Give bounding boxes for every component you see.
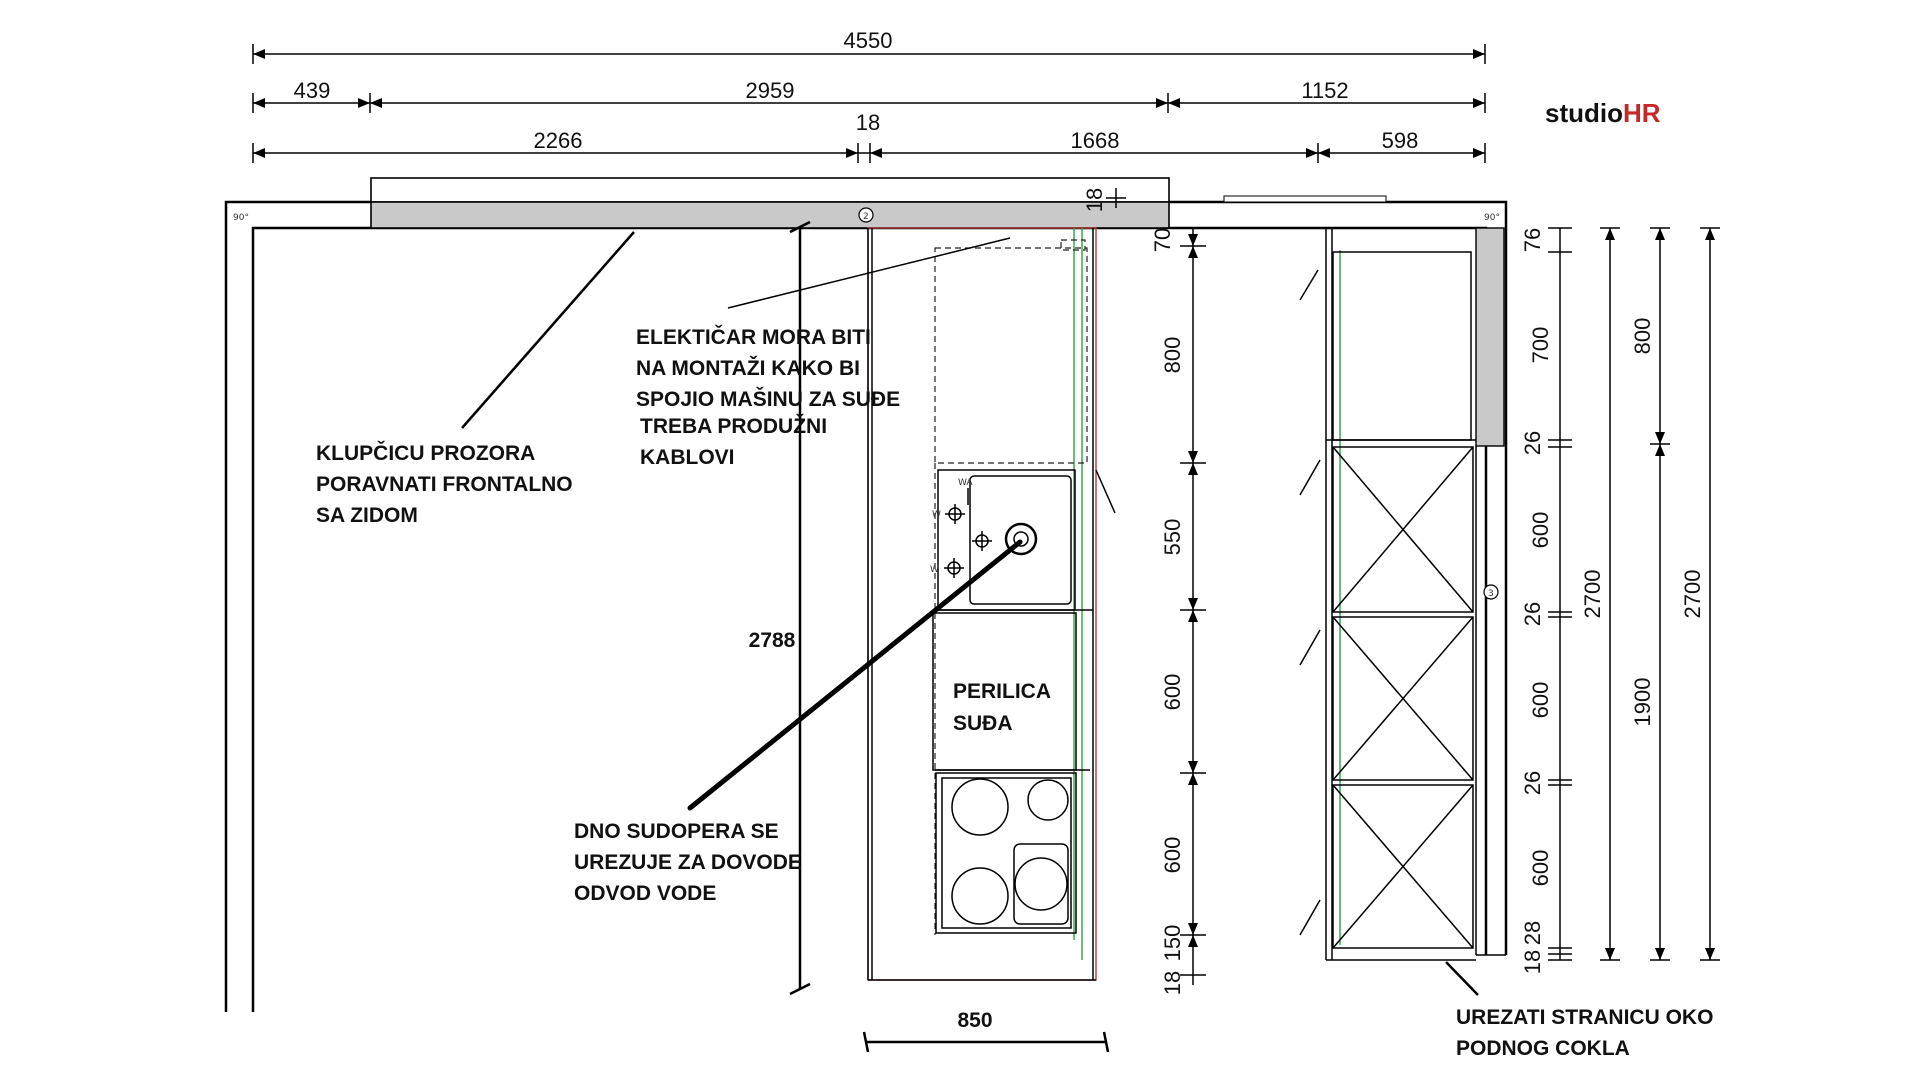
dim-600-t1: 600 — [1528, 512, 1553, 549]
dim-2959: 2959 — [746, 78, 795, 103]
svg-text:KABLOVI: KABLOVI — [640, 446, 735, 469]
svg-text:3: 3 — [1488, 589, 1494, 599]
dim-18-top: 18 — [856, 110, 880, 135]
dim-26-a: 26 — [1520, 431, 1545, 455]
svg-text:W: W — [932, 510, 941, 520]
dim-2788: 2788 — [749, 629, 796, 652]
svg-text:UREZATI STRANICU OKO: UREZATI STRANICU OKO — [1456, 1006, 1713, 1029]
countertop-strip — [370, 201, 1170, 229]
dim-2700-a: 2700 — [1580, 570, 1605, 619]
sink-basin — [969, 475, 1072, 605]
hob-burner-icon — [951, 867, 1009, 925]
dim-26-b: 26 — [1520, 602, 1545, 626]
wall-cabinet-door — [1332, 251, 1472, 441]
hob-burner-icon — [1027, 779, 1069, 821]
dim-2266: 2266 — [534, 128, 583, 153]
dishwasher-label-2: SUĐA — [953, 712, 1013, 735]
dim-800-right: 800 — [1630, 318, 1655, 355]
dim-1900: 1900 — [1630, 678, 1655, 727]
studio-logo: studioHR — [1545, 98, 1661, 128]
dim-2700-b: 2700 — [1680, 570, 1705, 619]
svg-text:UREZUJE ZA DOVODE: UREZUJE ZA DOVODE — [574, 851, 802, 874]
note-window-sill: KLUPČICU PROZORA PORAVNATI FRONTALNO SA … — [316, 441, 573, 527]
dim-598: 598 — [1382, 128, 1419, 153]
svg-text:W: W — [930, 565, 939, 575]
dishwasher-label-1: PERILICA — [953, 680, 1051, 703]
dim-28: 28 — [1520, 921, 1545, 945]
dim-18-tall: 18 — [1520, 950, 1545, 974]
svg-text:ELEKTIČAR MORA BITI: ELEKTIČAR MORA BITI — [636, 325, 871, 349]
dim-850: 850 — [957, 1009, 992, 1032]
dim-600-t2: 600 — [1528, 682, 1553, 719]
dim-800: 800 — [1160, 337, 1185, 374]
svg-text:TREBA PRODUŽNI: TREBA PRODUŽNI — [640, 414, 827, 438]
svg-text:SA ZIDOM: SA ZIDOM — [316, 504, 418, 527]
window-sill-outline — [370, 177, 1170, 203]
base-vertical-dimensions: 70 800 550 600 600 150 18 — [1150, 228, 1206, 995]
dim-550: 550 — [1160, 519, 1185, 556]
tall-cabinet-column — [1299, 228, 1476, 961]
marker-2 — [858, 207, 874, 223]
side-panel-gray — [1475, 227, 1505, 447]
dim-18-base: 18 — [1160, 971, 1185, 995]
dim-600-t3: 600 — [1528, 850, 1553, 887]
base-width-dimension: 850 — [862, 1009, 1110, 1053]
top-dimension-chains: 4550 439 2959 1152 2266 18 1668 598 — [252, 28, 1486, 163]
dim-1668: 1668 — [1071, 128, 1120, 153]
dim-600-a: 600 — [1160, 674, 1185, 711]
marker-3 — [1483, 584, 1499, 600]
note-sink-bottom: DNO SUDOPERA SE UREZUJE ZA DOVODE ODVOD … — [574, 820, 802, 905]
dim-total-width: 4550 — [844, 28, 893, 53]
room-walls: 90° 90° 18 2 3 — [224, 177, 1508, 1012]
dim-26-c: 26 — [1520, 771, 1545, 795]
base-cabinet-run: WA W W PERILICA SUĐA — [867, 227, 1116, 981]
right-overall-dimensions: 2700 800 1900 2700 — [1580, 227, 1720, 961]
dim-70: 70 — [1150, 228, 1175, 252]
wall-height-dimension: 2788 — [749, 220, 811, 996]
dim-700: 700 — [1528, 327, 1553, 364]
dim-76: 76 — [1520, 228, 1545, 252]
svg-text:DNO SUDOPERA SE: DNO SUDOPERA SE — [574, 820, 779, 843]
svg-text:NA MONTAŽI KAKO BI: NA MONTAŽI KAKO BI — [636, 356, 860, 380]
angle-right: 90° — [1484, 213, 1500, 223]
dim-1152: 1152 — [1301, 78, 1348, 103]
svg-text:2: 2 — [863, 212, 869, 222]
dim-150: 150 — [1160, 925, 1185, 962]
annotation-leaders — [461, 231, 1479, 996]
svg-text:ODVOD VODE: ODVOD VODE — [574, 882, 716, 905]
dim-18-sill: 18 — [1082, 188, 1107, 212]
svg-text:WA: WA — [958, 478, 973, 488]
note-electrician: ELEKTIČAR MORA BITI NA MONTAŽI KAKO BI S… — [636, 325, 900, 469]
hob-burner-icon — [951, 778, 1009, 836]
note-cut-side: UREZATI STRANICU OKO PODNOG COKLA — [1456, 1006, 1713, 1060]
svg-text:PODNOG COKLA: PODNOG COKLA — [1456, 1037, 1630, 1060]
hob-burner-icon — [1014, 857, 1068, 911]
hob-outline — [935, 772, 1077, 934]
svg-text:PORAVNATI FRONTALNO: PORAVNATI FRONTALNO — [316, 473, 573, 496]
dim-600-b: 600 — [1160, 837, 1185, 874]
svg-text:KLUPČICU PROZORA: KLUPČICU PROZORA — [316, 441, 535, 465]
tall-vertical-dimensions: 76 700 26 600 26 600 26 600 28 18 — [1520, 227, 1572, 974]
dim-439: 439 — [294, 78, 331, 103]
sink-drain-icon — [1004, 522, 1038, 556]
water-connection-icon — [944, 504, 992, 578]
svg-text:SPOJIO MAŠINU ZA SUĐE: SPOJIO MAŠINU ZA SUĐE — [636, 387, 900, 411]
window-vent — [1223, 195, 1387, 203]
angle-left: 90° — [233, 213, 249, 223]
